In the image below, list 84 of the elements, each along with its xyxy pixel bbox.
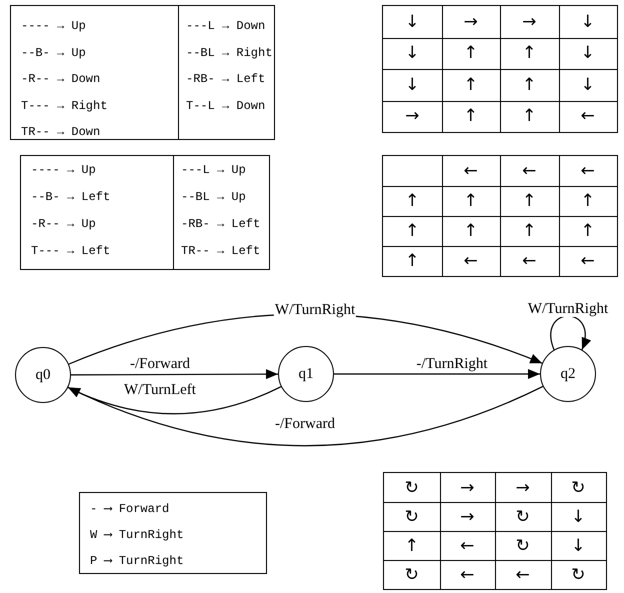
direction-symbol: ↑ — [521, 74, 538, 95]
rule-text: --BL → Up — [181, 189, 246, 205]
direction-symbol: ← — [459, 536, 476, 556]
direction-symbol: ← — [462, 251, 479, 271]
direction-symbol: → — [404, 106, 420, 126]
direction-symbol: ↑ — [462, 106, 479, 126]
direction-symbol: ↻ — [404, 564, 420, 584]
rule-text: T--L → Down — [186, 98, 266, 114]
direction-symbol: ↑ — [521, 221, 538, 241]
direction-symbol: ← — [521, 161, 538, 181]
direction-symbol: ← — [459, 564, 476, 584]
rule-table — [10, 5, 275, 140]
direction-symbol: ↻ — [514, 536, 531, 556]
rule-table — [79, 492, 267, 574]
direction-symbol: ↓ — [580, 12, 596, 32]
rule-text: -R-- → Down — [21, 71, 100, 87]
direction-symbol: ← — [580, 161, 596, 181]
edge-label: -/TurnRight — [415, 356, 489, 372]
rule-text: ---L → Down — [186, 18, 266, 34]
rule-text: -RB- → Left — [181, 216, 260, 232]
direction-symbol: ↑ — [580, 221, 596, 241]
rule-text: P ⟶ TurnRight — [90, 553, 184, 569]
rule-text: --B- → Up — [21, 44, 86, 60]
direction-symbol: ↑ — [404, 251, 420, 271]
arrow — [68, 386, 544, 446]
direction-symbol: → — [459, 478, 476, 498]
rule-text: W ⟶ TurnRight — [90, 527, 184, 543]
direction-symbol: ↓ — [580, 43, 596, 64]
direction-symbol: ↻ — [514, 506, 531, 526]
direction-symbol: ↻ — [404, 506, 420, 526]
direction-symbol: ← — [462, 161, 479, 181]
direction-symbol: ↓ — [404, 43, 420, 64]
rule-text: T--- → Right — [21, 98, 108, 114]
rule-text: -R-- → Up — [31, 216, 96, 232]
direction-symbol: → — [459, 506, 476, 526]
direction-symbol: ↑ — [521, 106, 538, 126]
direction-symbol: ← — [580, 251, 596, 271]
direction-symbol: → — [514, 478, 531, 498]
rule-text: ---- → Up — [31, 162, 96, 178]
state-label: q2 — [560, 366, 576, 382]
direction-symbol: ↑ — [580, 191, 596, 211]
direction-symbol: ← — [580, 106, 596, 126]
rule-text: ---- → Up — [21, 18, 86, 34]
arrow-grid — [382, 5, 618, 133]
arrow — [71, 369, 278, 380]
direction-symbol: ↑ — [404, 221, 420, 241]
arrow — [68, 386, 282, 414]
arrow-grid — [383, 472, 607, 590]
arrow-grid — [382, 155, 618, 277]
direction-symbol: ↓ — [580, 74, 596, 95]
direction-symbol: ← — [514, 564, 531, 584]
arrow — [550, 316, 590, 350]
arrow — [334, 369, 540, 379]
edge-label: W/TurnRight — [526, 301, 610, 317]
direction-symbol: → — [521, 12, 538, 32]
direction-symbol: → — [462, 12, 479, 32]
direction-symbol: ↑ — [404, 191, 420, 211]
rule-text: TR-- → Left — [181, 243, 260, 259]
direction-symbol: ↑ — [521, 191, 538, 211]
rule-text: --B- → Left — [31, 189, 110, 205]
direction-symbol: ↑ — [462, 221, 479, 241]
direction-symbol: ↓ — [404, 12, 420, 32]
rule-text: TR-- → Down — [21, 124, 100, 140]
rule-text: ---L → Up — [181, 162, 246, 178]
direction-symbol: ↑ — [404, 536, 420, 556]
direction-symbol: ↑ — [462, 43, 479, 64]
rule-text: --BL → Right — [186, 44, 272, 60]
direction-symbol: ↓ — [404, 74, 420, 95]
rule-table — [20, 155, 270, 270]
direction-symbol: ↑ — [462, 191, 479, 211]
direction-symbol: ← — [521, 251, 538, 271]
edge-label: W/TurnRight — [274, 302, 356, 318]
rule-text: -RB- → Left — [186, 71, 266, 87]
direction-symbol: ↻ — [570, 564, 586, 584]
state-label: q1 — [298, 366, 314, 382]
direction-symbol: ↑ — [462, 74, 479, 95]
direction-symbol: ↑ — [521, 43, 538, 64]
direction-symbol: ↻ — [570, 478, 586, 498]
direction-symbol: ↻ — [404, 478, 420, 498]
state-label: q0 — [36, 367, 50, 383]
direction-symbol: ↓ — [570, 536, 586, 556]
direction-symbol: ↓ — [570, 506, 586, 526]
rule-text: T--- → Left — [31, 243, 110, 259]
rule-text: - ⟶ Forward — [90, 501, 170, 517]
